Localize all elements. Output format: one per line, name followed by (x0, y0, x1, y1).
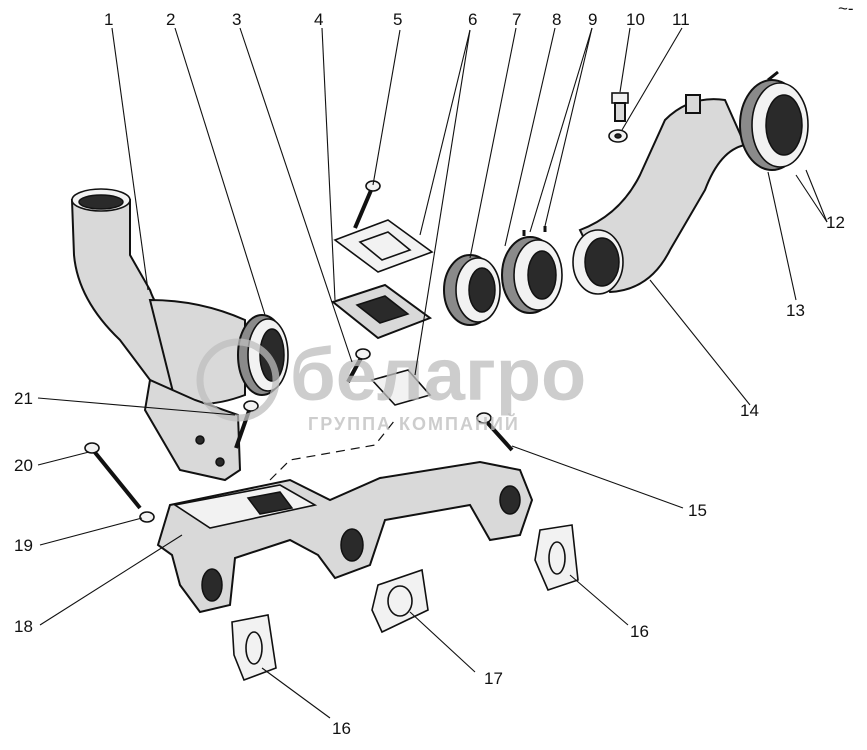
callout-10: 10 (626, 10, 645, 29)
ring-7 (443, 254, 501, 326)
exhaust-manifold-18 (156, 460, 534, 614)
watermark-name: белагро (290, 333, 586, 416)
corner-mark: ~- (838, 0, 854, 18)
callout-13: 13 (786, 301, 805, 320)
gasket-16-right (534, 524, 579, 591)
washer-11 (608, 129, 628, 143)
callout-1: 1 (104, 10, 113, 29)
washer-19 (139, 511, 155, 523)
watermark-tagline: ГРУППА КОМПАНИЙ (308, 413, 520, 434)
callout-11: 11 (672, 10, 690, 29)
callout-2: 2 (166, 10, 175, 29)
callout-20: 20 (14, 456, 33, 475)
callout-16-right: 16 (630, 622, 649, 641)
flange-plate-4 (330, 283, 433, 340)
bolt-15 (476, 412, 514, 452)
clamp-8-9 (501, 226, 563, 314)
bolt-20 (84, 442, 142, 510)
callout-7: 7 (512, 10, 521, 29)
callout-14: 14 (740, 401, 759, 420)
bolt-10 (611, 92, 629, 122)
bolt-3 (346, 348, 371, 383)
bolt-5 (353, 180, 381, 229)
callout-9: 9 (588, 10, 597, 29)
callout-3: 3 (232, 10, 241, 29)
callout-4: 4 (314, 10, 323, 29)
callout-16-bottom: 16 (332, 719, 351, 738)
gasket-17 (371, 568, 429, 634)
gasket-6-upper (333, 219, 434, 273)
gasket-16-bottom (231, 614, 277, 682)
callout-12: 12 (826, 213, 845, 232)
gasket-6-lower (370, 369, 432, 406)
callout-17: 17 (484, 669, 503, 688)
callout-8: 8 (552, 10, 561, 29)
elbow-pipe-part (70, 188, 246, 482)
clamp-12-13 (739, 70, 809, 171)
callout-6: 6 (468, 10, 477, 29)
callout-5: 5 (393, 10, 402, 29)
callout-15: 15 (688, 501, 707, 520)
bent-pipe-14 (572, 94, 747, 295)
leader-lines (37, 27, 828, 719)
callout-labels: 1 2 3 4 5 6 7 8 9 10 11 12 13 14 15 16 1… (14, 10, 845, 738)
watermark: белагро ГРУППА КОМПАНИЙ (196, 333, 586, 434)
callout-18: 18 (14, 617, 33, 636)
callout-21: 21 (14, 389, 33, 408)
callout-19: 19 (14, 536, 33, 555)
